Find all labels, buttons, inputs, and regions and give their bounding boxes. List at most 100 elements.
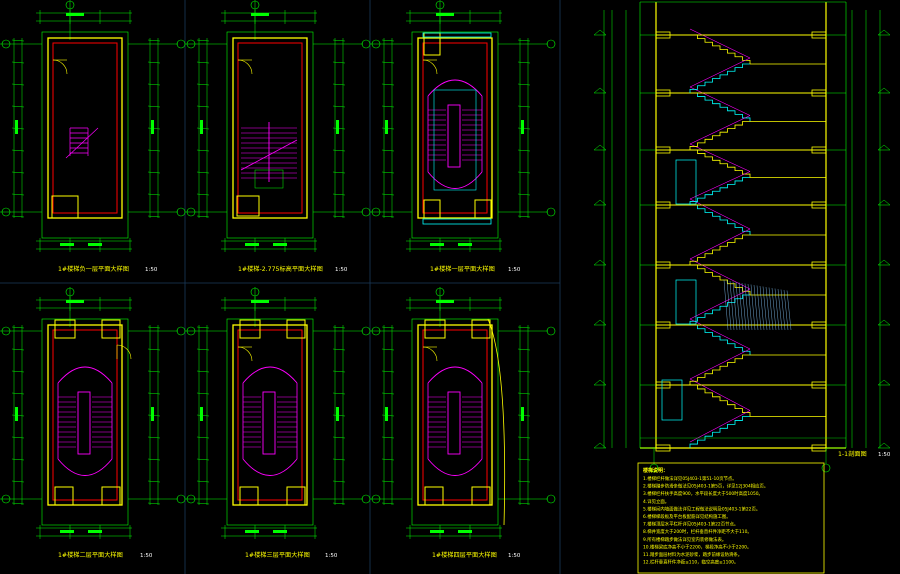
note-line: 4.详见立面。 bbox=[643, 498, 669, 505]
stair-flight-up bbox=[689, 354, 750, 385]
tick-right bbox=[332, 149, 346, 152]
note-line: 1.楼梯栏杆做法详见05J403-1第51-10页节点。 bbox=[643, 475, 737, 482]
section-handrail bbox=[689, 228, 751, 260]
column bbox=[239, 486, 259, 506]
level-mark-right bbox=[877, 29, 891, 36]
section-handrail bbox=[689, 348, 751, 380]
cyan-beam bbox=[422, 32, 492, 38]
tick-left bbox=[11, 171, 25, 174]
tick-right bbox=[147, 370, 161, 373]
column bbox=[423, 199, 441, 219]
column bbox=[474, 199, 492, 219]
wall-outer bbox=[47, 37, 123, 219]
level-mark-left bbox=[593, 199, 607, 206]
column bbox=[286, 319, 306, 339]
tick-left bbox=[381, 480, 395, 483]
hatch-stroke bbox=[747, 283, 753, 331]
level-mark-right bbox=[877, 319, 891, 326]
stair-flight-return bbox=[690, 34, 751, 64]
plan-scale-4: 1:50 bbox=[325, 553, 338, 559]
plan-outline bbox=[411, 31, 499, 239]
beam-section bbox=[655, 261, 671, 269]
hatch-stroke bbox=[723, 279, 729, 331]
dimension-text-left bbox=[385, 407, 388, 421]
tick-left bbox=[11, 215, 25, 218]
section-title: 1-1剖面图 bbox=[838, 450, 867, 458]
curved-wall bbox=[487, 318, 506, 526]
stair-flight bbox=[57, 366, 113, 476]
stair-flight-return bbox=[690, 92, 751, 122]
stair-plan-3 bbox=[0, 287, 186, 539]
level-mark-right bbox=[877, 144, 891, 151]
tick-left bbox=[196, 480, 210, 483]
tick-left bbox=[11, 149, 25, 152]
tick-right bbox=[332, 215, 346, 218]
tick-right bbox=[517, 436, 531, 439]
tick-left bbox=[196, 193, 210, 196]
level-mark-left bbox=[593, 379, 607, 386]
plan-title-1: 1#楼梯-2.775标高平面大样图 bbox=[238, 265, 323, 273]
tick-right bbox=[332, 193, 346, 196]
sheet-separators bbox=[0, 0, 561, 574]
tick-left bbox=[11, 326, 25, 329]
tick-left bbox=[196, 61, 210, 64]
plan-title-0: 1#楼梯负一层平面大样图 bbox=[58, 265, 129, 273]
column bbox=[101, 486, 121, 506]
hatch-stroke bbox=[768, 287, 774, 331]
beam-section bbox=[655, 89, 671, 97]
section-handrail bbox=[689, 378, 751, 411]
dimension-text-top bbox=[66, 13, 84, 16]
stair-flight-return bbox=[690, 149, 751, 178]
dimension-text-left bbox=[200, 120, 203, 134]
dimension-text-top bbox=[436, 13, 454, 16]
tick-left bbox=[381, 39, 395, 42]
hatch-stroke bbox=[783, 289, 789, 331]
axis-bubble-side-bottom bbox=[186, 207, 196, 217]
hatch-stroke bbox=[774, 288, 780, 331]
beam-section bbox=[655, 201, 671, 209]
tick-left bbox=[11, 392, 25, 395]
tick-right bbox=[147, 458, 161, 461]
stair-return-arc bbox=[427, 458, 483, 476]
wall-inner bbox=[237, 42, 303, 214]
tick-left bbox=[381, 83, 395, 86]
landing bbox=[254, 169, 284, 189]
dimension-text-right bbox=[521, 120, 524, 134]
hatch-stroke bbox=[771, 287, 777, 331]
plan-scale-3: 1:50 bbox=[140, 553, 153, 559]
tick-left bbox=[11, 83, 25, 86]
tick-right bbox=[332, 83, 346, 86]
tick-left bbox=[381, 149, 395, 152]
tick-left bbox=[381, 436, 395, 439]
tick-right bbox=[517, 171, 531, 174]
level-mark-right bbox=[877, 199, 891, 206]
dimension-text-right bbox=[521, 407, 524, 421]
hatch-stroke bbox=[726, 280, 732, 331]
tick-right bbox=[517, 392, 531, 395]
stair-top-arc bbox=[242, 366, 298, 384]
column bbox=[51, 195, 79, 219]
hatch-stroke bbox=[738, 282, 744, 331]
note-line: 7.楼梯顶层水平栏杆详见05J403-1第22页节点。 bbox=[643, 521, 738, 528]
axis-bubble-top bbox=[435, 287, 445, 297]
stair-well bbox=[262, 391, 276, 455]
plan-outline bbox=[226, 318, 314, 526]
plan-scale-5: 1:50 bbox=[508, 553, 521, 559]
tick-left bbox=[196, 392, 210, 395]
section-view bbox=[593, 1, 891, 473]
door-swing bbox=[422, 346, 438, 362]
axis-bubble-right-top bbox=[546, 326, 556, 336]
tick-right bbox=[517, 480, 531, 483]
dimension-text-right bbox=[336, 120, 339, 134]
tick-right bbox=[147, 171, 161, 174]
dimension-text-top bbox=[251, 13, 269, 16]
cyan-landing bbox=[433, 89, 477, 191]
axis-bubble-side-bottom bbox=[186, 494, 196, 504]
stair-flight-up bbox=[689, 416, 750, 448]
section-handrail bbox=[689, 258, 751, 290]
tick-right bbox=[332, 436, 346, 439]
hatch-stroke bbox=[759, 285, 765, 331]
note-line: 9.所有楼梯踏步做法详见室内装修做法表。 bbox=[643, 536, 726, 543]
plan-dimension-lines bbox=[11, 297, 161, 539]
column bbox=[424, 486, 444, 506]
